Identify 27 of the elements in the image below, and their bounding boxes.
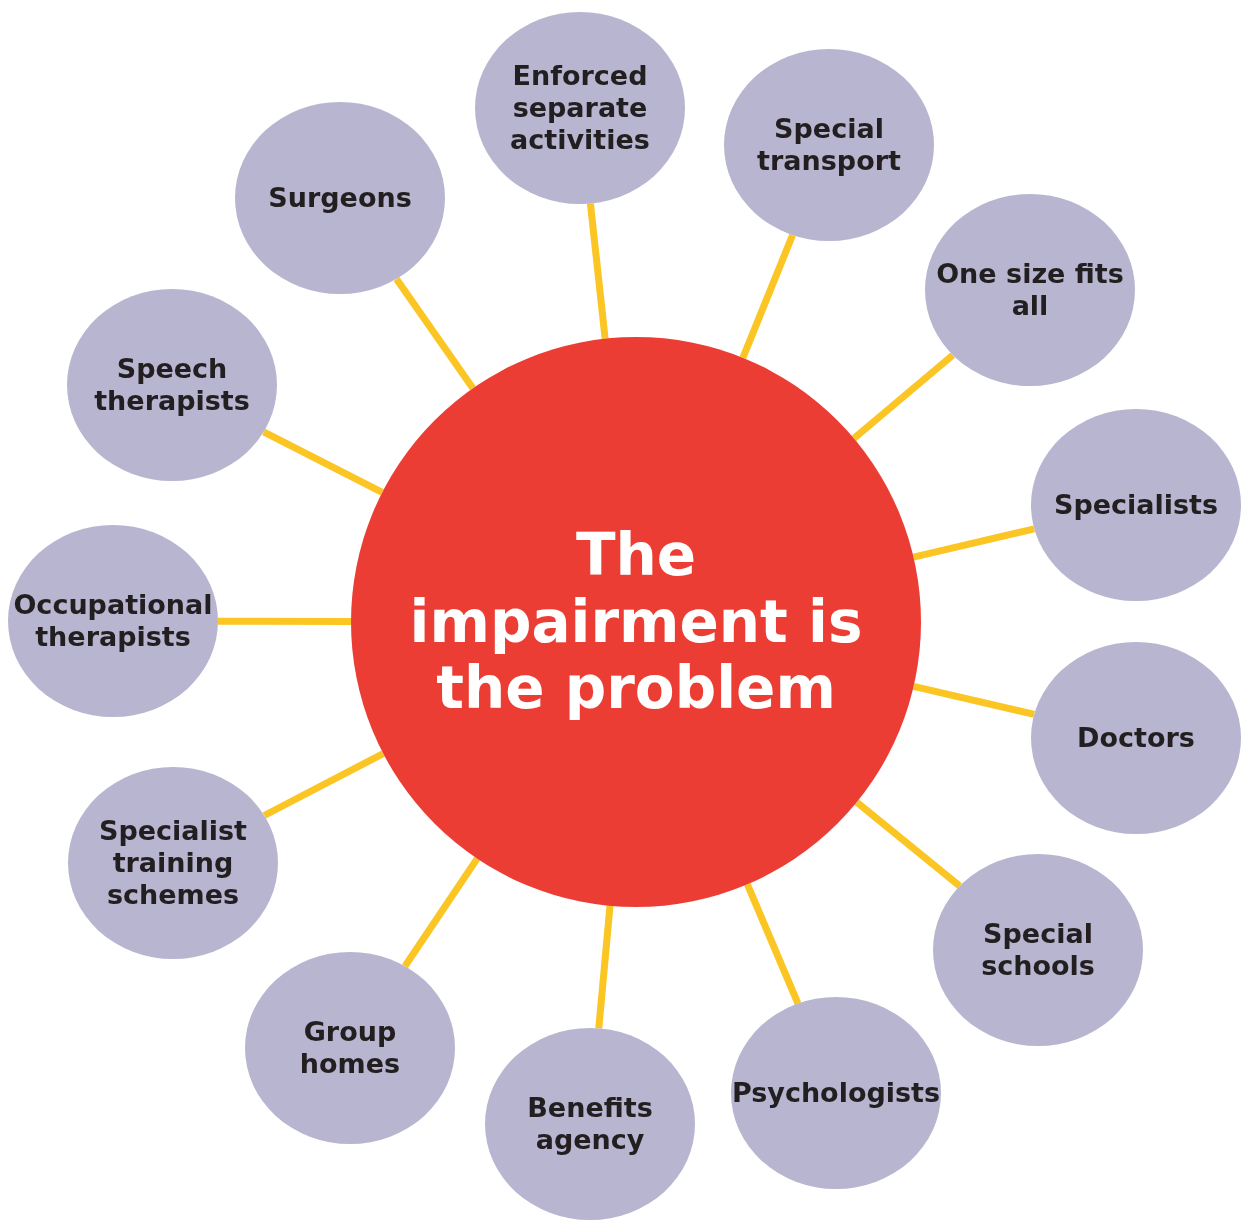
connector-line — [744, 882, 802, 1005]
connector-line — [586, 203, 609, 340]
connector-line — [854, 799, 962, 889]
topic-label: One size fits all — [935, 258, 1125, 322]
topic-label: Specialists — [1053, 489, 1219, 521]
connector-line — [393, 276, 476, 391]
connector-line — [218, 617, 351, 625]
topic-label: Special transport — [756, 113, 902, 177]
topic-label: Specialist training schemes — [97, 815, 249, 911]
topic-label: Doctors — [1077, 722, 1195, 754]
connector-line — [851, 352, 956, 442]
connector-line — [402, 856, 481, 969]
connector-line — [262, 750, 385, 819]
connector-line — [912, 683, 1035, 718]
topic-label: Benefits agency — [526, 1092, 654, 1156]
topic-label: Speech therapists — [93, 353, 251, 417]
topic-label: Surgeons — [268, 182, 412, 214]
connector-line — [912, 525, 1036, 561]
topic-label: Enforced separate activities — [509, 60, 651, 156]
topic-label: Occupational therapists — [12, 589, 214, 653]
topic-label: Group homes — [298, 1016, 402, 1080]
connector-line — [262, 428, 384, 496]
connector-line — [595, 905, 614, 1029]
topic-label: Special schools — [980, 918, 1096, 982]
topic-label: Psychologists — [731, 1077, 941, 1109]
central-title: The impairment is the problem — [408, 521, 864, 723]
connector-line — [739, 233, 796, 360]
